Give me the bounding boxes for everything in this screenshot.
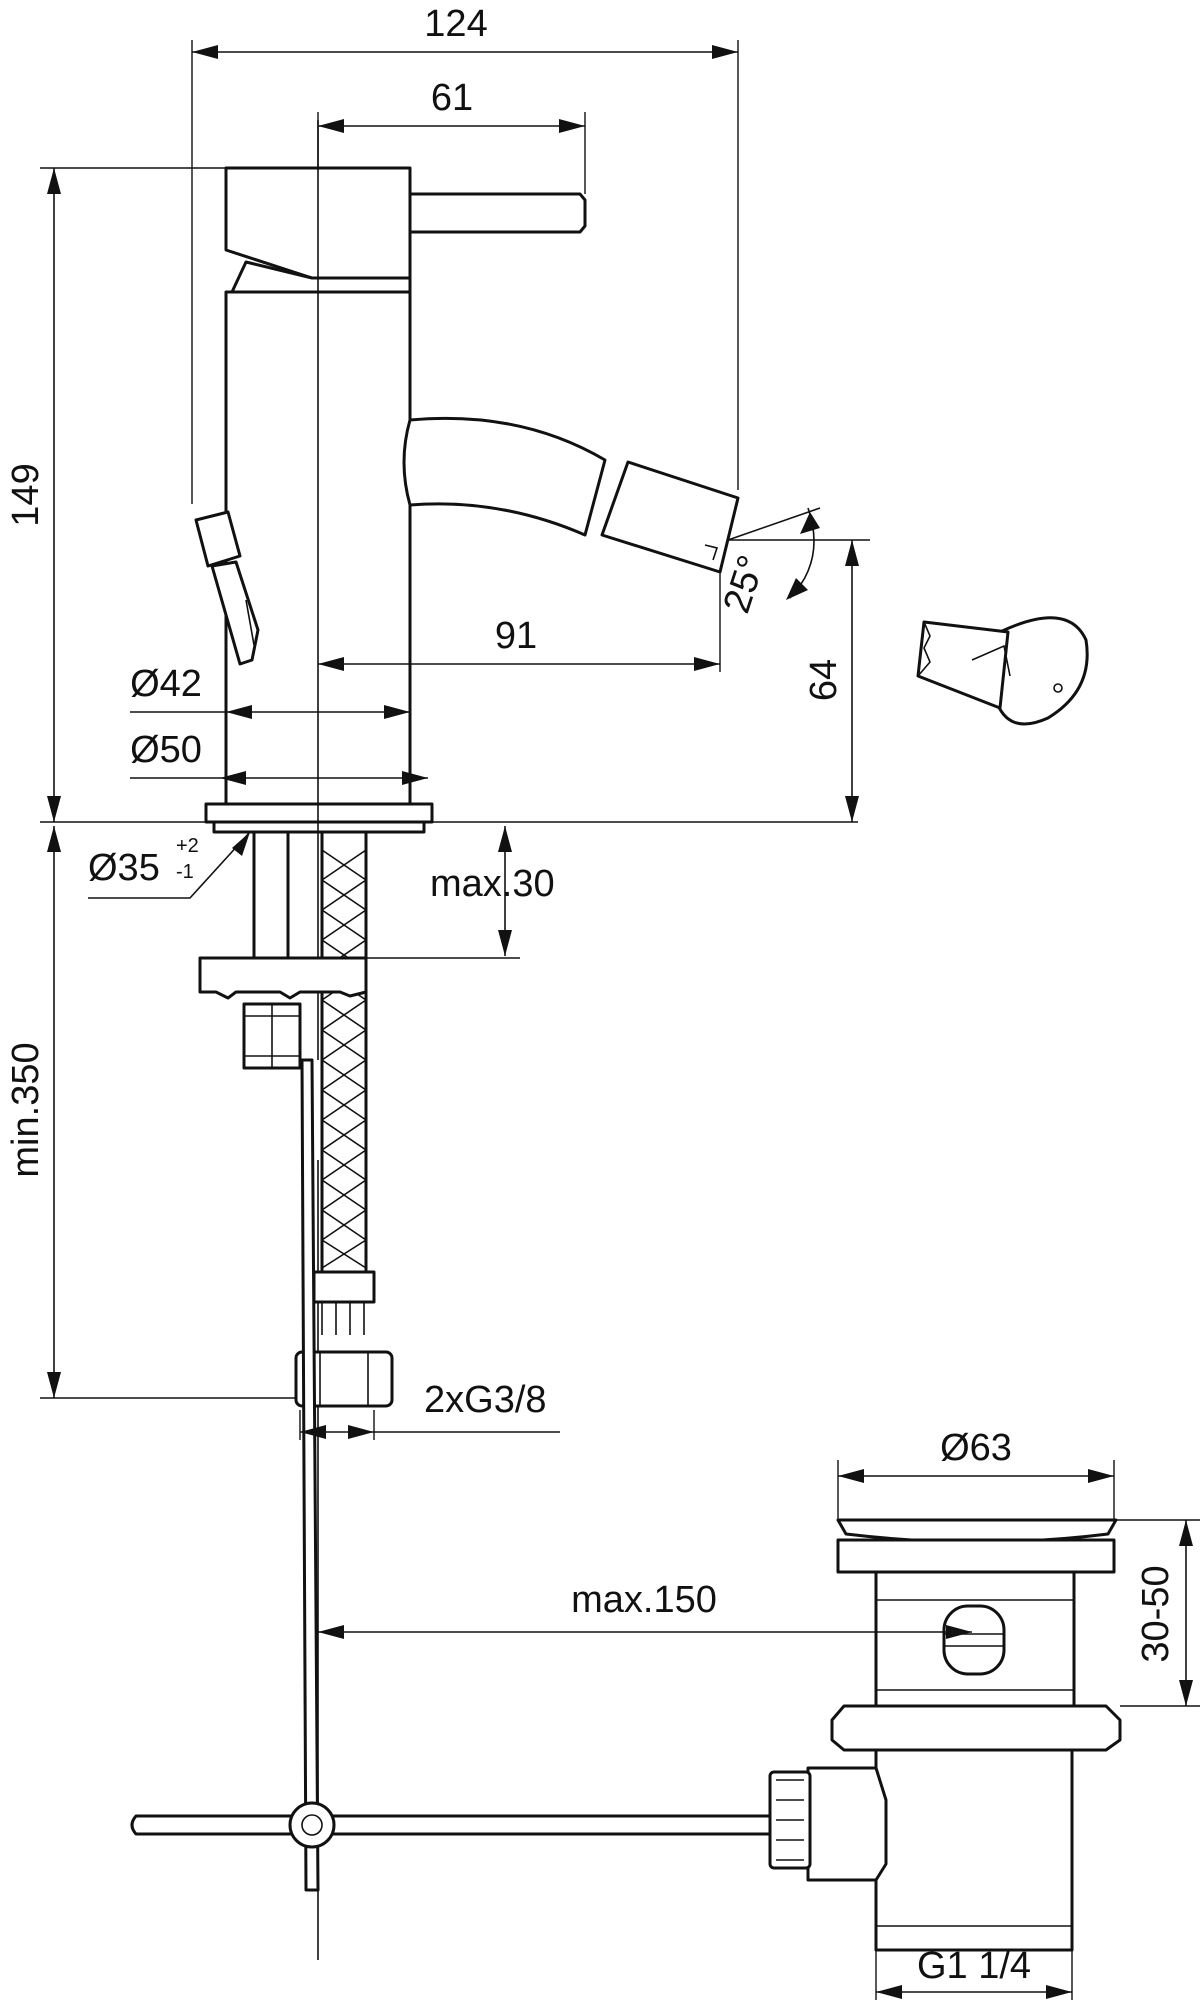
lever-rod xyxy=(408,192,587,234)
label-149: 149 xyxy=(5,463,47,526)
waste-rod-inlet xyxy=(806,1766,888,1882)
waste-flange xyxy=(836,1538,1116,1574)
label-124: 124 xyxy=(424,3,487,45)
base-gasket xyxy=(212,820,426,834)
label-50: Ø50 xyxy=(130,729,202,771)
popup-stem xyxy=(210,560,260,666)
label-61: 61 xyxy=(431,77,473,119)
waste-assembly xyxy=(130,1518,1122,1952)
nozzle-notch xyxy=(704,544,719,561)
waste-locknut xyxy=(830,1704,1122,1752)
fixing-bracket xyxy=(198,956,368,1000)
collar-wedge xyxy=(230,260,412,294)
base-plate xyxy=(204,802,434,824)
label-max150: max.150 xyxy=(571,1579,717,1621)
mixer-tap xyxy=(194,120,740,1960)
swivel-nozzle xyxy=(600,460,740,574)
label-42: Ø42 xyxy=(130,663,202,705)
label-35: Ø35 xyxy=(88,847,160,889)
label-35-tol-minus: -1 xyxy=(176,861,194,883)
popup-knob xyxy=(194,510,242,568)
label-91: 91 xyxy=(495,615,537,657)
label-25: 25° xyxy=(716,550,774,618)
waste-tail xyxy=(874,1748,1074,1952)
below-deck-assembly xyxy=(198,830,394,1892)
label-63: Ø63 xyxy=(940,1427,1012,1469)
dimension-lines xyxy=(40,40,1200,2000)
popup-rod xyxy=(300,1058,320,1892)
label-g114: G1 1/4 xyxy=(917,1945,1031,1987)
hose-ferrule xyxy=(312,1270,376,1304)
waste-slot xyxy=(942,1604,1006,1676)
spray-handle xyxy=(994,616,1089,726)
label-max30: max.30 xyxy=(430,863,555,905)
spray-head-detail xyxy=(916,616,1089,726)
spout xyxy=(402,416,607,537)
spray-nozzle xyxy=(916,620,1010,710)
label-64: 64 xyxy=(803,659,845,701)
leader-35 xyxy=(88,831,251,899)
label-g38: 2xG3/8 xyxy=(424,1379,547,1421)
label-35-tol-plus: +2 xyxy=(176,835,199,857)
label-min350: min.350 xyxy=(5,1042,47,1177)
horizontal-rod xyxy=(130,1814,772,1836)
rod-clip xyxy=(288,1801,336,1849)
label-30-50: 30-50 xyxy=(1135,1565,1177,1662)
